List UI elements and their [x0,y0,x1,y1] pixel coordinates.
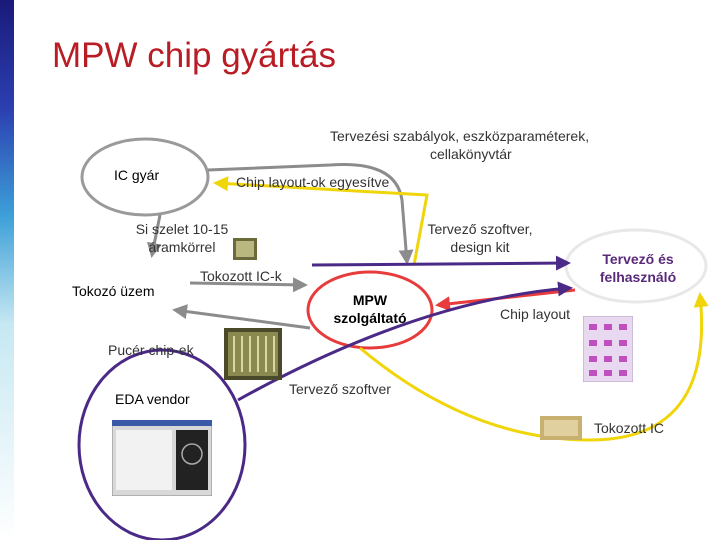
edge-si-szelet-label-line1: Si szelet 10-15 [135,221,229,237]
decorative-sidebar [0,0,14,540]
edge-rules [207,162,414,265]
eda-software-screenshot [112,420,212,496]
node-ic-gyar-label: IC gyár [114,167,160,183]
node-tervezo-label-line2: felhasználó [599,269,677,285]
node-mpw-label-line1: MPW [352,292,388,308]
edge-chip-layout-label: Chip layout [500,306,571,322]
edge-si-szelet [146,214,162,258]
packaged-ic-image [540,416,582,440]
node-ic-gyar [80,137,210,217]
edge-si-szelet-label-line2: áramkörrel [148,239,216,255]
node-tervezo-label-line1: Tervező és [602,251,674,267]
edge-tervezo-szoftver [237,281,573,402]
node-eda-vendor-label: EDA vendor [115,391,190,407]
node-mpw [306,270,434,350]
edge-design-kit-label-line2: design kit [450,239,510,255]
edge-chip-layout-combined-label: Chip layout-ok egyesítve [236,174,390,190]
edge-pucer-chip-ek-label: Pucér chip-ek [108,342,194,358]
edge-tokozott-ic-label: Tokozott IC [594,420,665,436]
edge-design-kit [311,255,571,271]
node-tokozo-uzem-label: Tokozó üzem [72,283,155,299]
edge-tervezo-szoftver-label: Tervező szoftver [289,381,391,397]
edge-design-kit-label-line1: Tervező szoftver, [427,221,533,237]
chip-layout-image [583,316,633,382]
edge-rules-label-line1: Tervezési szabályok, eszközparaméterek, [330,128,590,144]
edge-pucer-chip-ek [172,304,311,330]
edge-chip-layout-combined [213,176,429,266]
slide-title: MPW chip gyártás [52,36,336,75]
edge-tokozott-ic [359,292,709,442]
edge-tokozott-ic-k-label: Tokozott IC-k [200,268,282,284]
node-mpw-label-line2: szolgáltató [333,310,407,326]
bare-chip-image [224,328,282,380]
node-tokozo-uzem [61,253,189,327]
chip-thumbnail-wafer [233,238,257,260]
edge-rules-label-line2: cellakönyvtár [430,146,512,162]
edge-tokozott-ic-k [189,277,308,293]
